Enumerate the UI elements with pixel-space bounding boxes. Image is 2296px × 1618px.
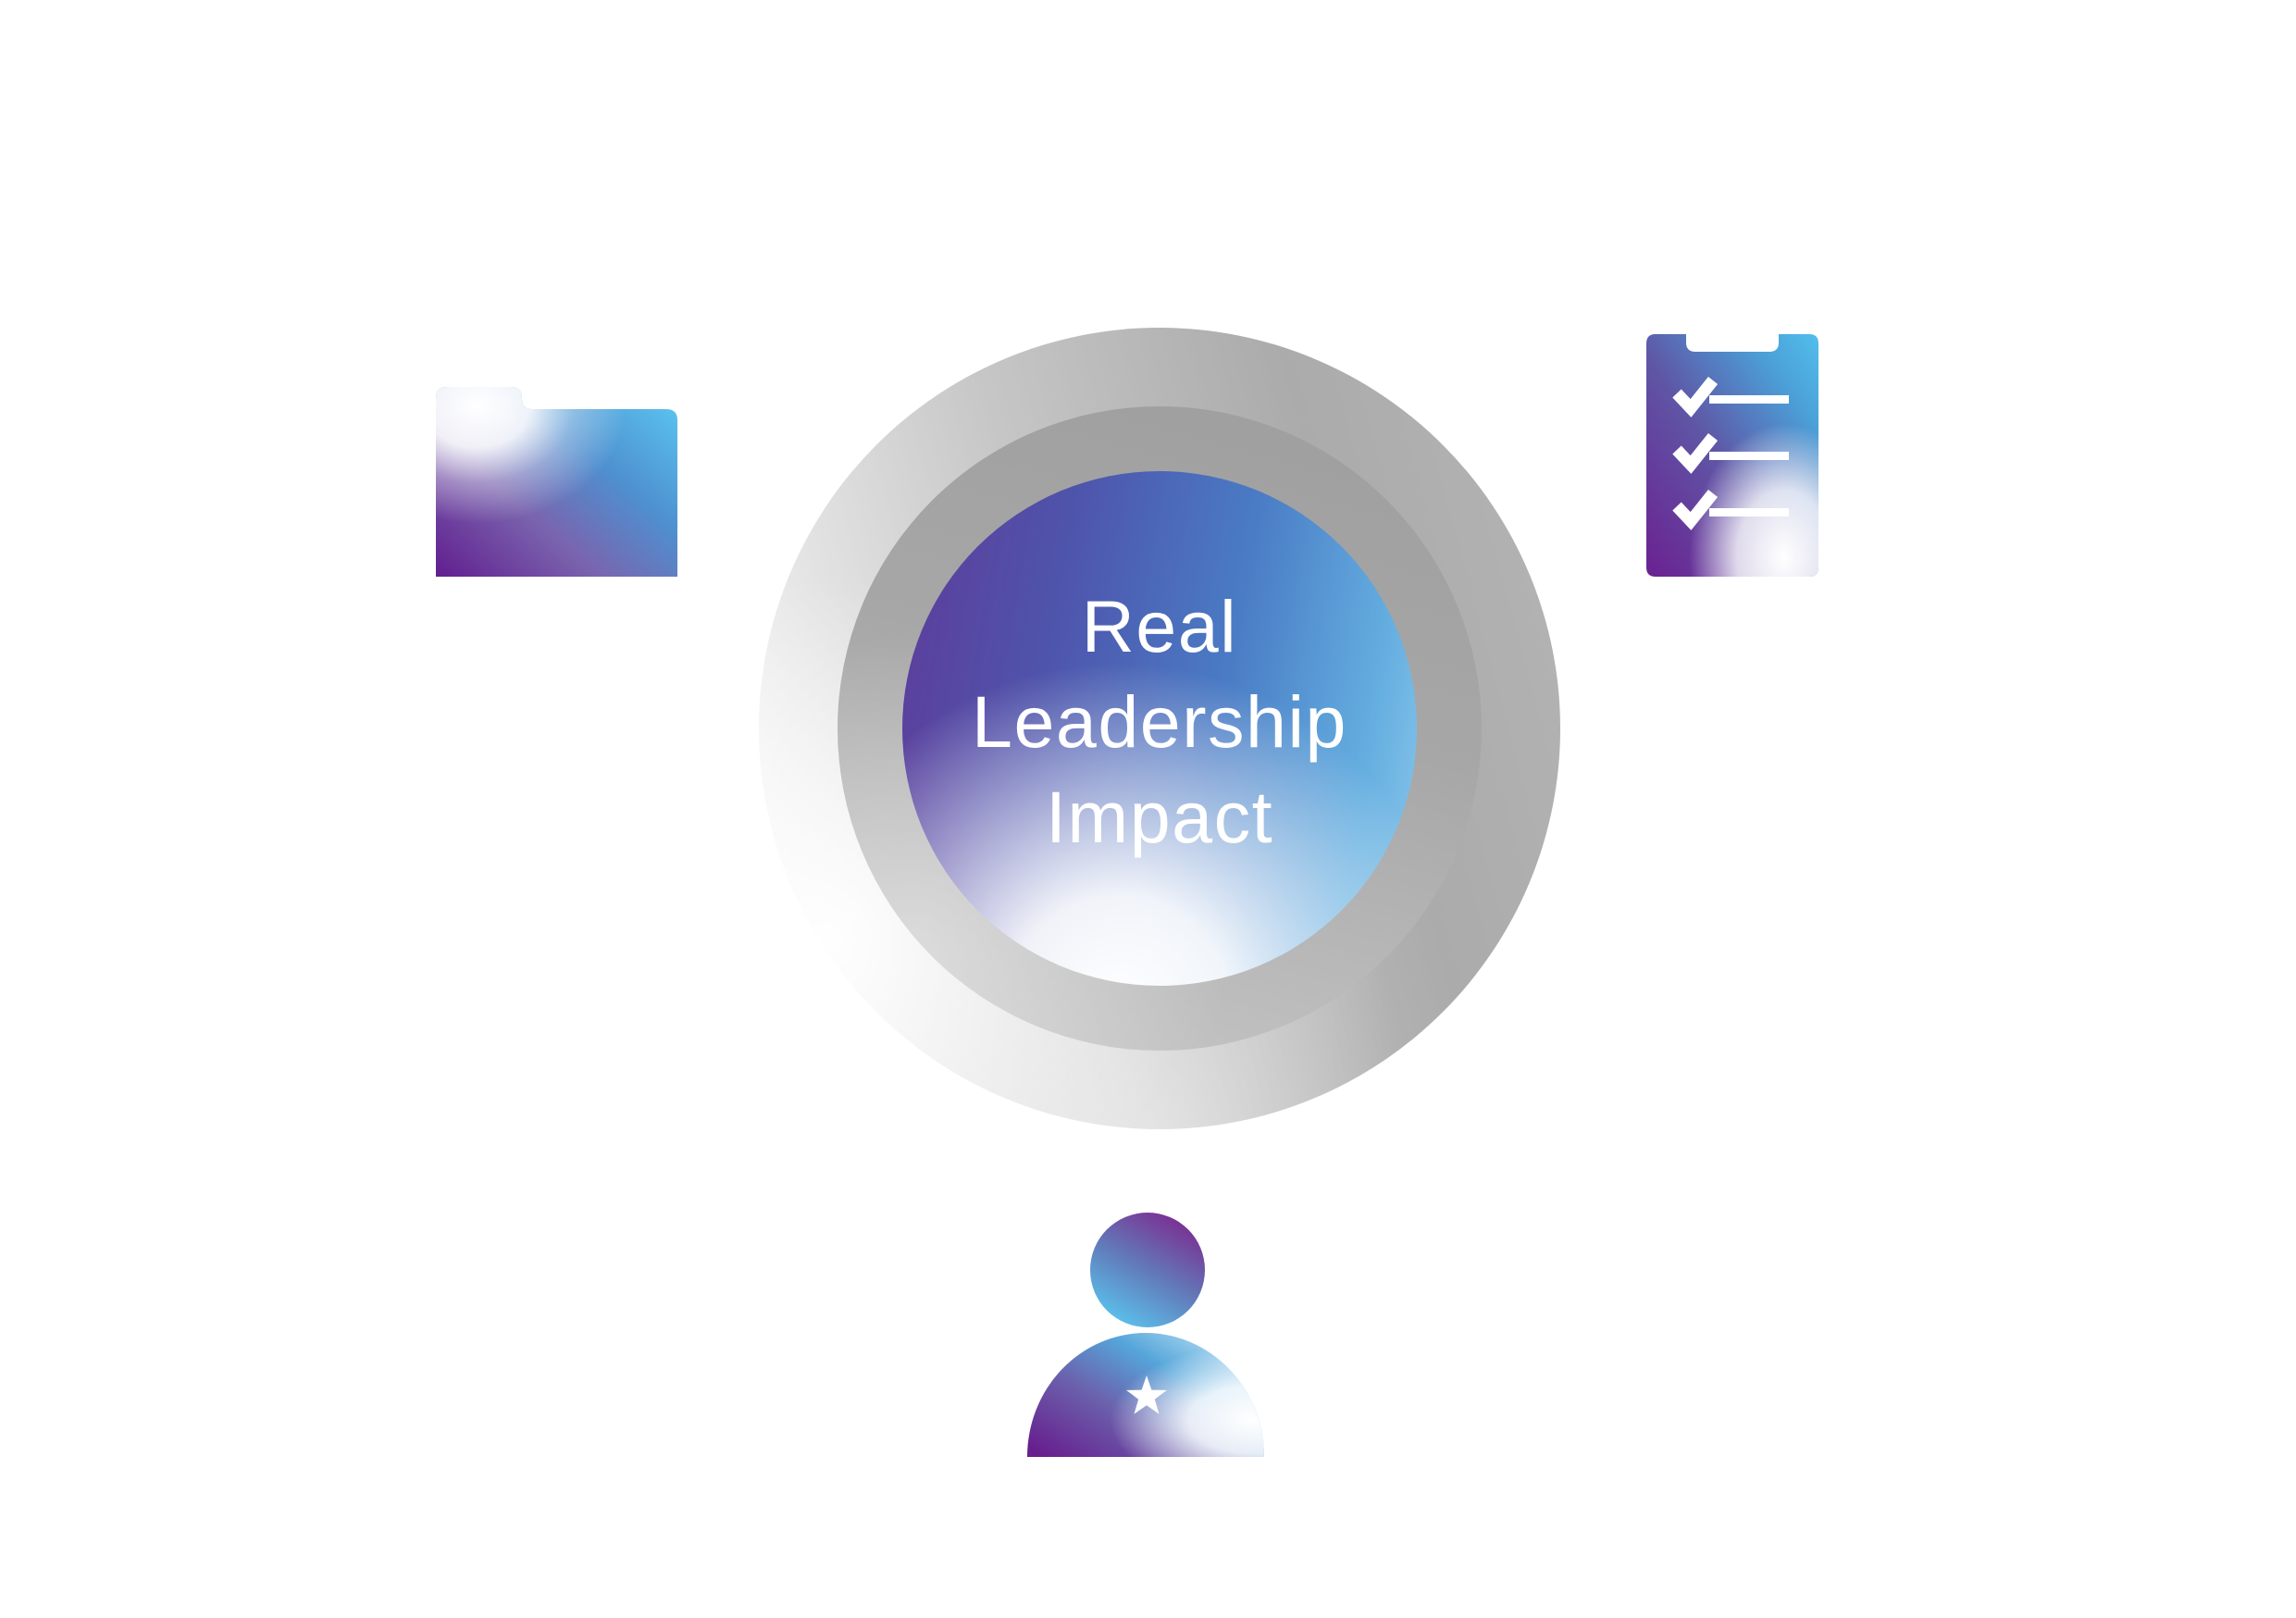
list-line: [1709, 452, 1789, 460]
center-circle: Real Leadership Impact: [902, 471, 1417, 986]
checklist-row-1: [1672, 376, 1789, 417]
title-line-1: Real: [1081, 584, 1238, 667]
title-line-3: Impact: [1045, 775, 1274, 858]
checkmark-icon: [1672, 489, 1719, 530]
outer-ring: Real Leadership Impact: [759, 328, 1560, 1129]
folder-icon: [436, 387, 677, 577]
checklist-icon: [1646, 334, 1818, 577]
center-title: Real Leadership Impact: [972, 579, 1347, 865]
middle-ring: Real Leadership Impact: [838, 406, 1482, 1051]
person-head: [1090, 1213, 1205, 1327]
star-icon: [1126, 1375, 1167, 1414]
person-star-icon: [1027, 1213, 1264, 1457]
checklist-row-2: [1672, 432, 1789, 474]
list-line: [1709, 508, 1789, 517]
list-line: [1709, 395, 1789, 404]
checklist-row-3: [1672, 489, 1789, 530]
title-line-2: Leadership: [972, 679, 1347, 763]
folder-glare: [436, 387, 677, 577]
checkmark-icon: [1672, 376, 1719, 417]
checkmark-icon: [1672, 432, 1719, 474]
